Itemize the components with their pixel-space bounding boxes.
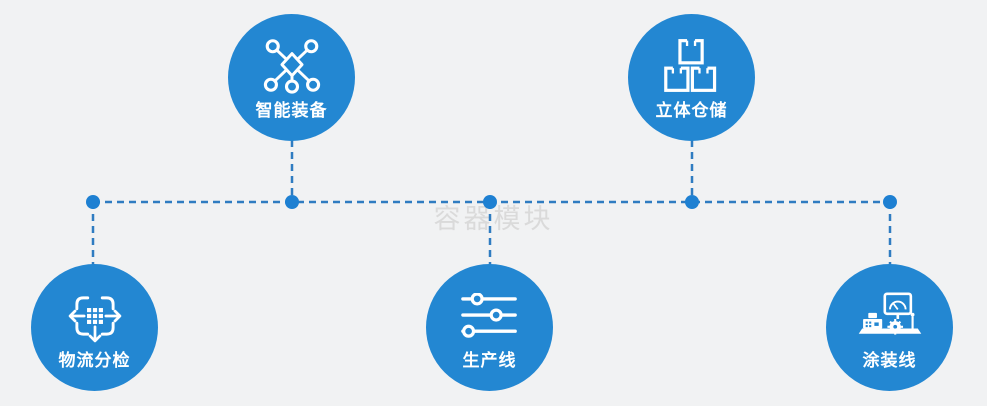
node-warehouse: 立体仓储	[628, 14, 755, 141]
sliders-icon	[461, 286, 518, 346]
junction-dot	[285, 195, 299, 209]
node-painting-line: 涂装线	[826, 264, 953, 391]
sorting-arrows-icon	[66, 286, 124, 346]
node-production-line: 生产线	[426, 264, 553, 391]
junction-dot	[883, 195, 897, 209]
junction-dot	[685, 195, 699, 209]
stacked-boxes-icon	[663, 36, 720, 96]
network-nodes-icon	[259, 36, 325, 96]
junction-dot	[86, 195, 100, 209]
node-label: 涂装线	[862, 350, 917, 371]
machine-monitor-icon	[857, 286, 923, 346]
node-label: 立体仓储	[655, 100, 728, 121]
node-label: 物流分检	[58, 350, 131, 371]
junction-dot	[483, 195, 497, 209]
node-label: 智能装备	[255, 100, 328, 121]
node-smart-equipment: 智能装备	[228, 14, 355, 141]
node-label: 生产线	[462, 350, 517, 371]
watermark-text: 容器模块	[433, 204, 554, 235]
node-logistics-sorting: 物流分检	[31, 264, 158, 391]
